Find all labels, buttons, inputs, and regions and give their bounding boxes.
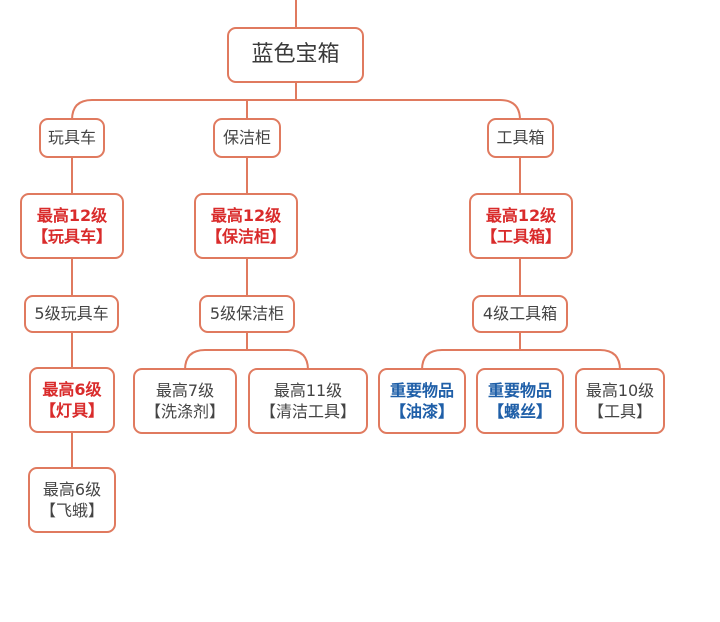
node-paint-line1: 重要物品 — [389, 380, 454, 400]
node-cabinet-max: 最高12级 【保洁柜】 — [194, 193, 298, 259]
node-tool-line1: 最高10级 — [585, 380, 655, 400]
node-lamp-line2: 【灯具】 — [39, 401, 104, 420]
node-toolbox-lv4-label: 4级工具箱 — [482, 304, 558, 324]
node-toy-car: 玩具车 — [39, 118, 105, 158]
node-toolbox-label: 工具箱 — [496, 128, 545, 148]
node-toolbox: 工具箱 — [487, 118, 554, 158]
node-toolbox-max-line1: 最高12级 — [485, 205, 557, 225]
node-tool-line2: 【工具】 — [587, 402, 652, 421]
connector-toolbox-children-bus — [421, 349, 621, 371]
node-paint: 重要物品 【油漆】 — [378, 368, 466, 434]
node-toy-max: 最高12级 【玩具车】 — [20, 193, 124, 259]
node-cleaning-tool: 最高11级 【清洁工具】 — [248, 368, 368, 434]
node-toy-max-line1: 最高12级 — [36, 205, 108, 225]
node-cabinet-label: 保洁柜 — [222, 128, 271, 148]
node-lamp-line1: 最高6级 — [42, 379, 102, 399]
node-detergent-line2: 【洗涤剂】 — [144, 402, 225, 421]
node-toolbox-lv4: 4级工具箱 — [472, 295, 568, 333]
node-cabinet-max-line1: 最高12级 — [210, 205, 282, 225]
node-toy-max-line2: 【玩具车】 — [31, 227, 112, 246]
node-toolbox-max: 最高12级 【工具箱】 — [469, 193, 573, 259]
node-toy-lv5: 5级玩具车 — [24, 295, 119, 333]
node-lamp: 最高6级 【灯具】 — [29, 367, 115, 433]
node-cabinet-lv5-label: 5级保洁柜 — [209, 304, 285, 324]
node-detergent-line1: 最高7级 — [155, 380, 215, 400]
node-toolbox-max-line2: 【工具箱】 — [480, 227, 561, 246]
node-moth-line1: 最高6级 — [42, 479, 102, 499]
node-detergent: 最高7级 【洗涤剂】 — [133, 368, 237, 434]
node-toy-car-label: 玩具车 — [47, 128, 96, 148]
node-cabinet: 保洁柜 — [213, 118, 281, 158]
node-moth: 最高6级 【飞蛾】 — [28, 467, 116, 533]
node-tool: 最高10级 【工具】 — [575, 368, 665, 434]
node-paint-line2: 【油漆】 — [389, 402, 454, 421]
node-root: 蓝色宝箱 — [227, 27, 364, 83]
node-screw-line2: 【螺丝】 — [487, 402, 552, 421]
node-cabinet-lv5: 5级保洁柜 — [199, 295, 295, 333]
node-root-label: 蓝色宝箱 — [251, 42, 340, 68]
node-cleaning-tool-line1: 最高11级 — [273, 380, 343, 400]
connector-level1-bus — [71, 99, 521, 121]
node-toy-lv5-label: 5级玩具车 — [34, 304, 109, 324]
node-cleaning-tool-line2: 【清洁工具】 — [259, 402, 356, 421]
node-cabinet-max-line2: 【保洁柜】 — [205, 227, 286, 246]
node-screw: 重要物品 【螺丝】 — [476, 368, 564, 434]
connector-cabinet-children-bus — [184, 349, 309, 371]
node-screw-line1: 重要物品 — [487, 380, 552, 400]
node-moth-line2: 【飞蛾】 — [39, 501, 104, 520]
